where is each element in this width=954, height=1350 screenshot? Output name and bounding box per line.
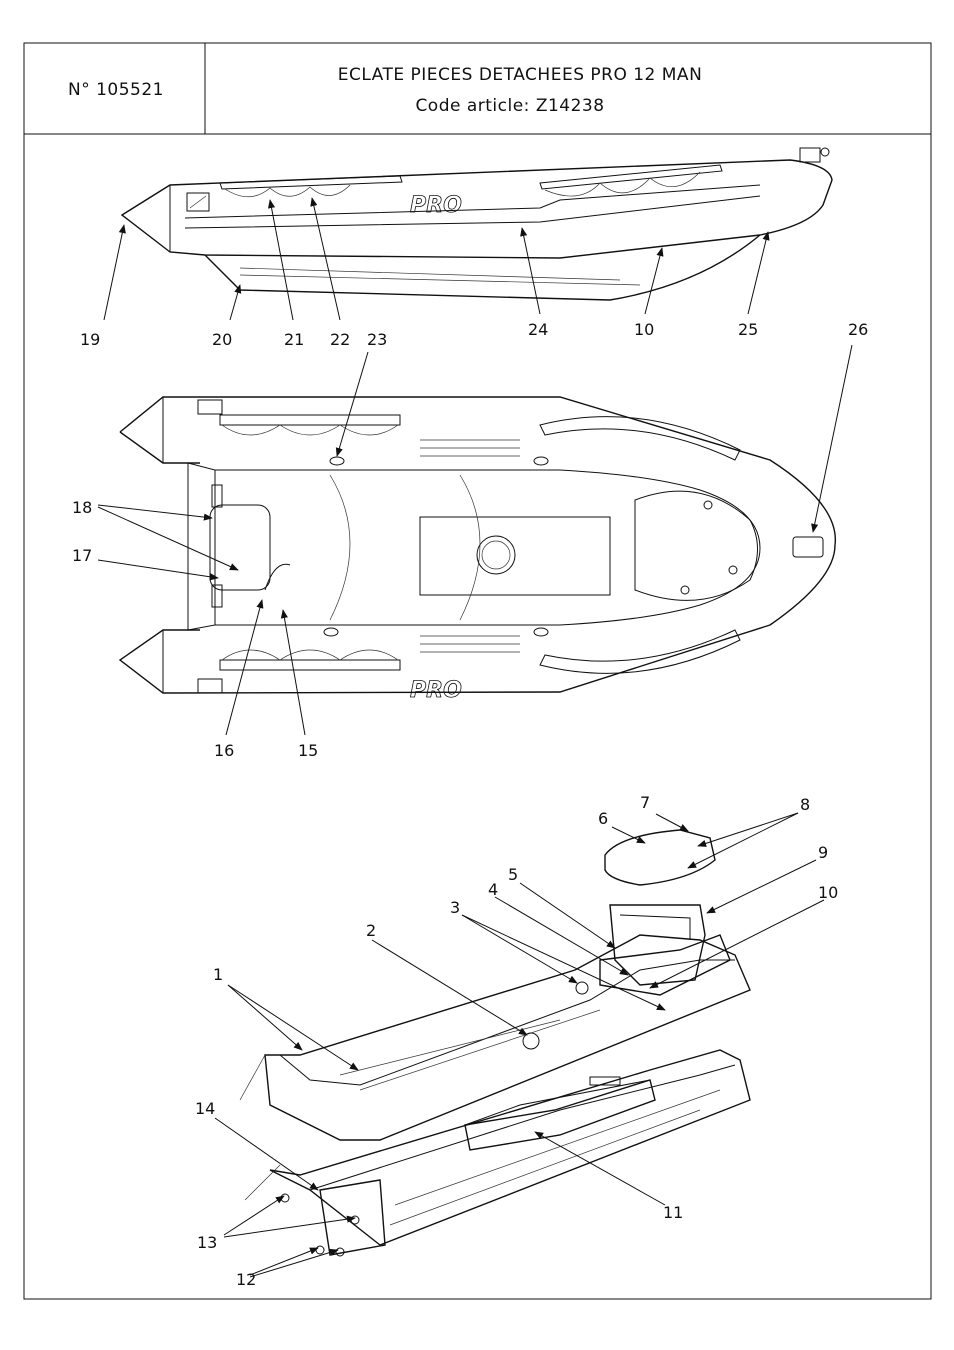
- label-25: 25: [738, 320, 758, 339]
- label-9: 9: [818, 843, 828, 862]
- code-article: Code article: Z14238: [415, 96, 604, 116]
- label-16: 16: [214, 741, 234, 760]
- label-2: 2: [366, 921, 376, 940]
- label-22: 22: [330, 330, 350, 349]
- label-18: 18: [72, 498, 92, 517]
- label-5: 5: [508, 865, 518, 884]
- label-7: 7: [640, 793, 650, 812]
- label-17: 17: [72, 546, 92, 565]
- label-12: 12: [236, 1270, 256, 1289]
- label-26: 26: [848, 320, 868, 339]
- hull-top-view: PRO: [120, 397, 835, 703]
- hull-side-view: PRO: [122, 148, 832, 300]
- label-15: 15: [298, 741, 318, 760]
- label-14: 14: [195, 1099, 215, 1118]
- sheet-border: [24, 43, 931, 1299]
- label-6: 6: [598, 809, 608, 828]
- label-19: 19: [80, 330, 100, 349]
- label-10-side: 10: [634, 320, 654, 339]
- side-view-labels: 19 20 21 22 23 24 10 25 26: [80, 320, 868, 349]
- label-3: 3: [450, 898, 460, 917]
- label-8: 8: [800, 795, 810, 814]
- label-23: 23: [367, 330, 387, 349]
- label-11: 11: [663, 1203, 683, 1222]
- label-21: 21: [284, 330, 304, 349]
- label-10: 10: [818, 883, 838, 902]
- doc-number: N° 105521: [68, 80, 164, 100]
- label-13: 13: [197, 1233, 217, 1252]
- label-4: 4: [488, 880, 498, 899]
- page-title: ECLATE PIECES DETACHEES PRO 12 MAN: [338, 65, 703, 85]
- label-1: 1: [213, 965, 223, 984]
- label-24: 24: [528, 320, 548, 339]
- top-logo-text: PRO: [410, 678, 462, 703]
- side-logo-text: PRO: [410, 193, 462, 218]
- label-20: 20: [212, 330, 232, 349]
